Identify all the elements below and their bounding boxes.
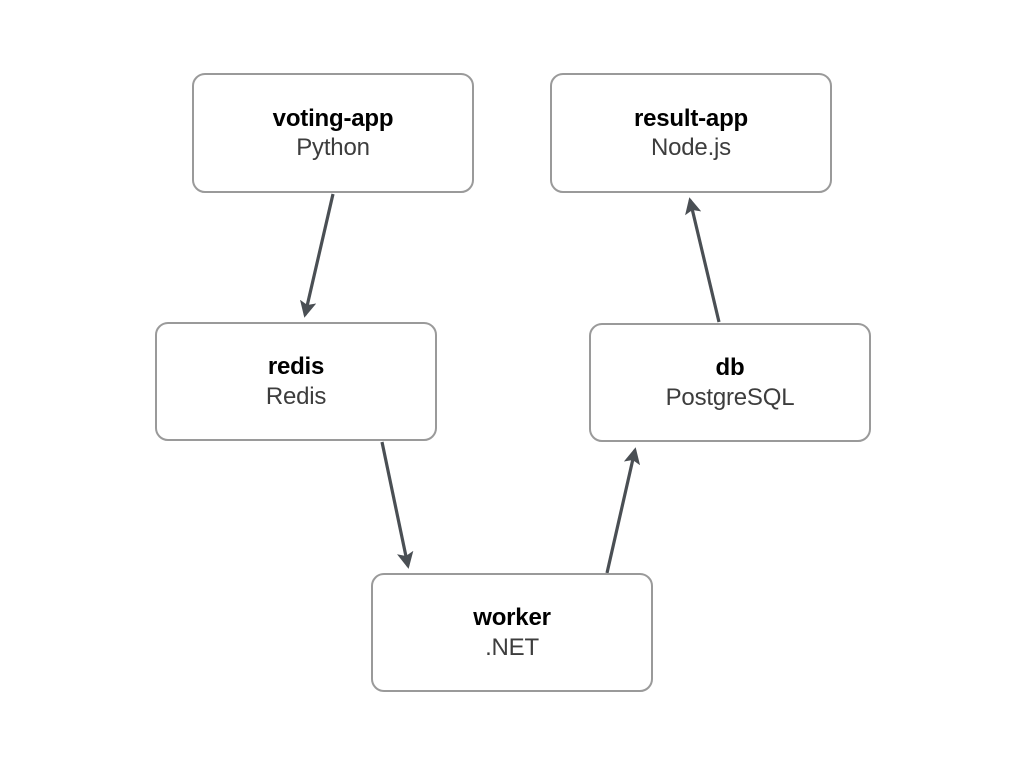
node-db-title: db — [715, 354, 745, 382]
node-redis-title: redis — [267, 353, 325, 381]
node-result-app-title: result-app — [633, 104, 749, 132]
node-worker-title: worker — [473, 604, 551, 632]
edge-voting-app-to-redis — [299, 193, 335, 318]
node-worker[interactable]: worker .NET — [371, 573, 653, 692]
node-voting-app[interactable]: voting-app Python — [192, 73, 474, 193]
node-result-app[interactable]: result-app Node.js — [550, 73, 832, 193]
edge-worker-to-db — [605, 447, 641, 574]
node-worker-subtitle: .NET — [485, 633, 539, 661]
node-voting-app-subtitle: Python — [296, 134, 370, 161]
edge-redis-to-worker — [380, 441, 414, 569]
node-voting-app-title: voting-app — [272, 104, 394, 132]
node-result-app-subtitle: Node.js — [651, 134, 731, 161]
node-db-subtitle: PostgreSQL — [665, 383, 795, 411]
node-redis-subtitle: Redis — [265, 382, 327, 410]
edge-db-to-result-app — [685, 197, 721, 323]
node-db[interactable]: db PostgreSQL — [589, 323, 871, 442]
node-redis[interactable]: redis Redis — [155, 322, 437, 441]
